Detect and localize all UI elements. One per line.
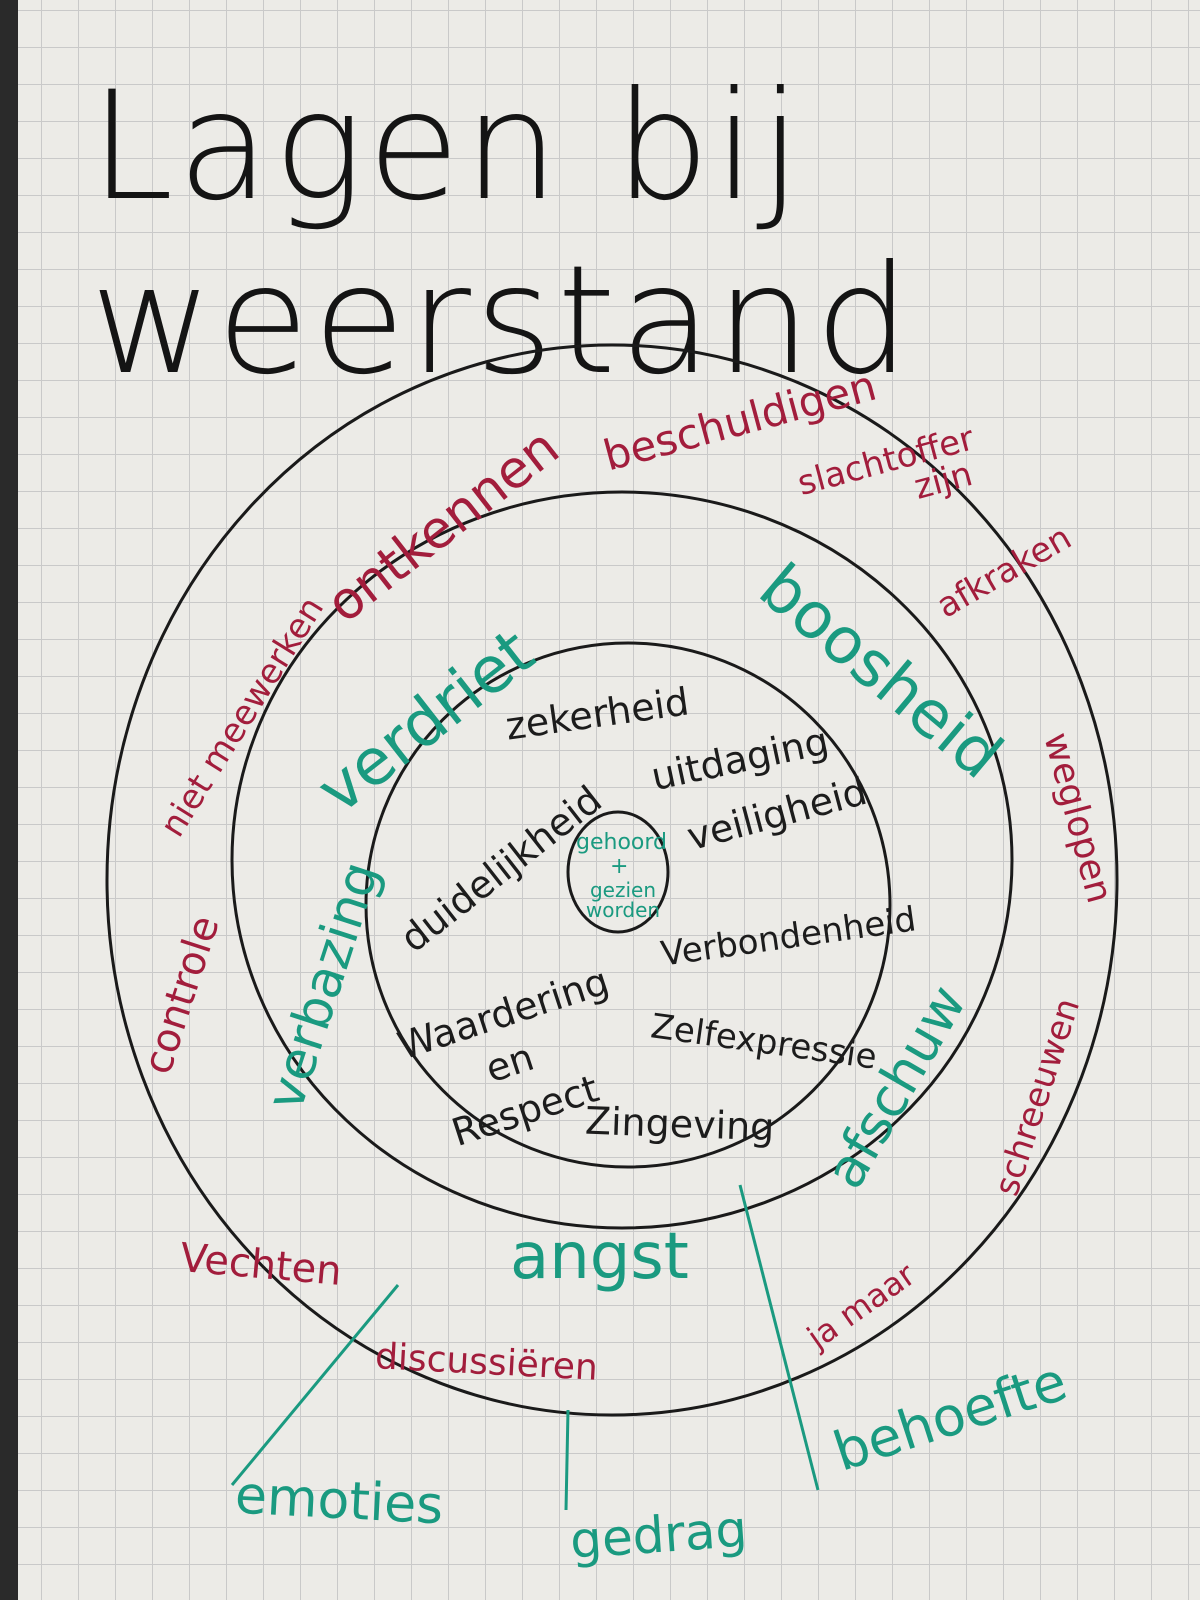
core-gehoord: gehoord	[576, 830, 667, 855]
page-title: Lagen bij weerstand	[90, 60, 915, 408]
outer-ring	[105, 343, 1119, 1417]
inner-ring	[364, 641, 892, 1169]
core-plus: +	[610, 854, 629, 879]
middle-ring	[230, 490, 1014, 1230]
pointer-behavior	[564, 1409, 570, 1511]
core-gezien-worden: gezien worden	[585, 878, 661, 922]
label-emoties: emoties	[233, 1465, 445, 1537]
pointer-emotions	[230, 1284, 400, 1486]
label-gedrag: gedrag	[568, 1499, 749, 1571]
core-ring	[566, 810, 670, 934]
board-edge	[0, 0, 18, 1600]
need-zingeving: Zingeving	[584, 1098, 776, 1150]
emotion-angst: angst	[510, 1220, 689, 1294]
pointer-need	[738, 1184, 820, 1491]
